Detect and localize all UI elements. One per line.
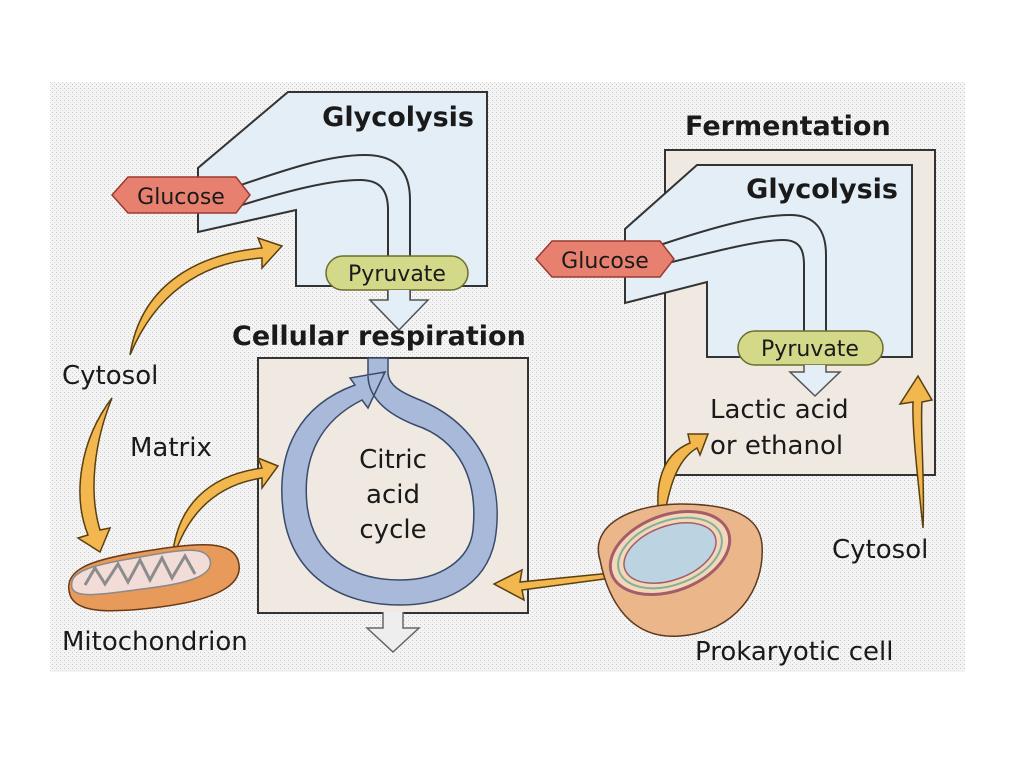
cytosol-to-fermentation-arrow bbox=[898, 374, 934, 529]
left-pyruvate-down-arrow bbox=[368, 290, 430, 332]
prokaryote-label: Prokaryotic cell bbox=[695, 637, 893, 667]
right-glucose-label: Glucose bbox=[561, 249, 649, 274]
cycle-label-line2: acid bbox=[366, 480, 420, 510]
left-glucose-label: Glucose bbox=[137, 185, 225, 210]
cycle-label-line1: Citric bbox=[359, 445, 427, 475]
left-glycolysis-channel bbox=[231, 153, 411, 300]
cell-membrane-green bbox=[617, 516, 723, 590]
mitochondrion-cristae bbox=[83, 552, 197, 587]
right-pyruvate-label: Pyruvate bbox=[761, 337, 859, 362]
prokaryotic-cell-icon bbox=[597, 503, 763, 637]
cytosol-to-glycolysis-arrow bbox=[129, 236, 284, 356]
product-line1: Lactic acid bbox=[710, 395, 849, 425]
right-pyruvate-tag: Pyruvate bbox=[737, 330, 884, 366]
right-glycolysis-block: Glycolysis bbox=[624, 164, 913, 358]
matrix-to-respiration-arrow bbox=[171, 456, 280, 563]
mitochondrion-icon bbox=[67, 544, 240, 612]
fermentation-title: Fermentation bbox=[685, 111, 891, 142]
matrix-label: Matrix bbox=[130, 433, 212, 463]
right-glycolysis-title: Glycolysis bbox=[746, 174, 898, 205]
left-pyruvate-label: Pyruvate bbox=[348, 262, 446, 287]
citric-acid-cycle: Citric acid cycle bbox=[281, 357, 498, 606]
cycle-ring bbox=[281, 357, 498, 606]
right-glucose-shape bbox=[534, 240, 675, 278]
cell-cytoplasm bbox=[623, 522, 717, 584]
left-glucose-tag: Glucose bbox=[110, 176, 251, 214]
left-glucose-shape bbox=[110, 176, 251, 214]
left-glycolysis-title: Glycolysis bbox=[322, 102, 474, 133]
right-glycolysis-channel bbox=[659, 213, 827, 345]
respiration-title: Cellular respiration bbox=[232, 321, 526, 352]
right-pyruvate-down-arrow bbox=[788, 365, 842, 398]
left-pyruvate-tag: Pyruvate bbox=[325, 255, 469, 291]
respiration-out-arrow bbox=[365, 612, 421, 654]
right-glucose-tag: Glucose bbox=[534, 240, 675, 278]
left-cytosol-label: Cytosol bbox=[62, 361, 158, 391]
prokaryote-to-fermentation-arrow bbox=[657, 433, 710, 531]
cycle-label-line3: cycle bbox=[359, 515, 426, 545]
right-cytosol-label: Cytosol bbox=[832, 535, 928, 565]
mitochondrion-label: Mitochondrion bbox=[62, 627, 248, 657]
product-line2: or ethanol bbox=[710, 431, 843, 461]
cytosol-to-mitochondrion-arrow bbox=[76, 397, 113, 554]
